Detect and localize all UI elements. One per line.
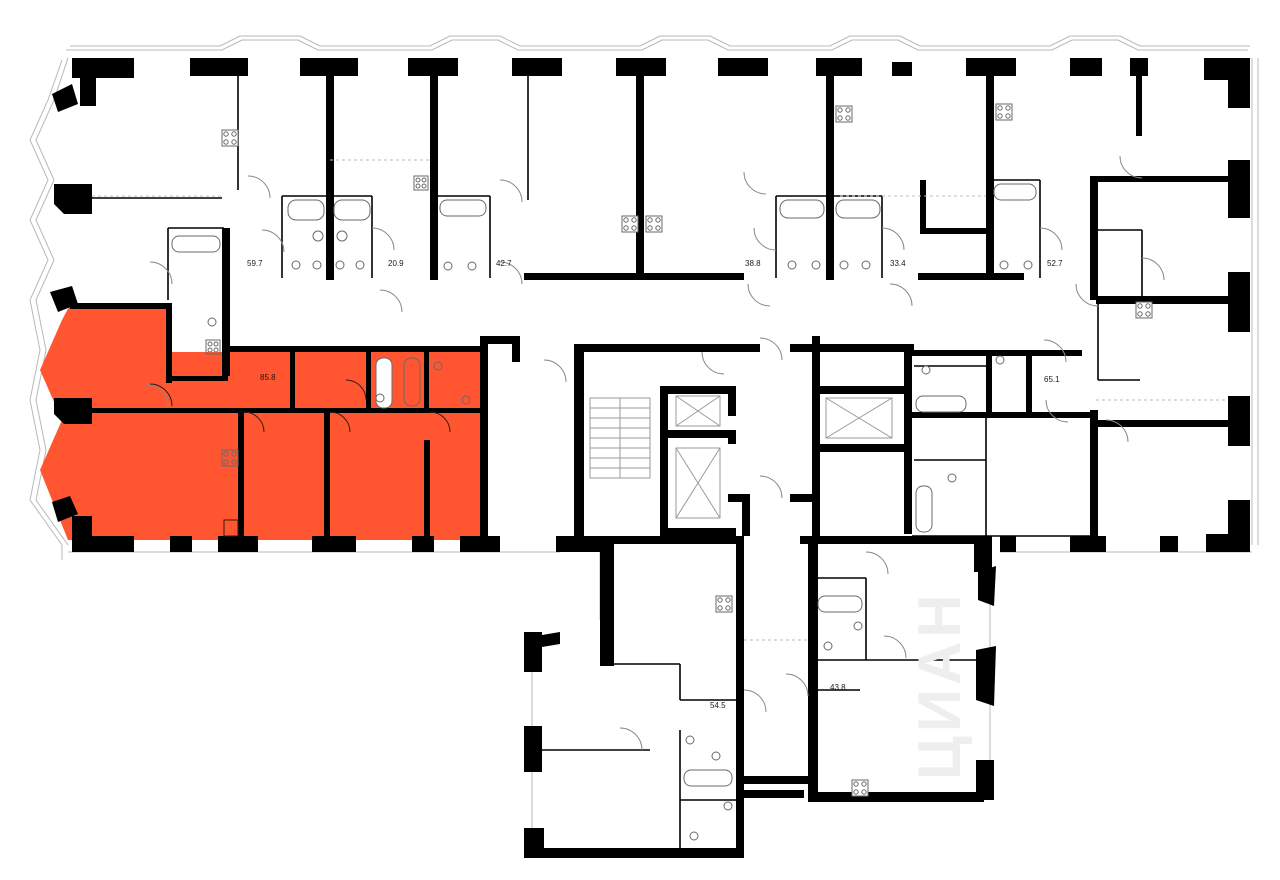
kitchen-cooktops	[221, 103, 1153, 797]
partitions	[92, 76, 1143, 848]
area-label-52-7[interactable]: 52.7	[1047, 259, 1063, 268]
watermark: ЦИАН	[906, 590, 973, 780]
structural-walls	[50, 58, 1250, 858]
area-label-20-9[interactable]: 20.9	[388, 259, 404, 268]
doors	[145, 155, 1165, 751]
area-label-59-7[interactable]: 59.7	[247, 259, 263, 268]
area-label-38-8[interactable]: 38.8	[745, 259, 761, 268]
stairwell	[589, 397, 651, 479]
area-label-43-8[interactable]: 43.8	[830, 683, 846, 692]
bathroom-fixtures	[171, 183, 1037, 841]
area-label-42-7[interactable]: 42.7	[496, 259, 512, 268]
area-labels: 59.7 20.9 42.7 38.8 33.4 52.7 85.8 65.1 …	[247, 259, 1063, 710]
area-label-54-5[interactable]: 54.5	[710, 701, 726, 710]
area-label-33-4[interactable]: 33.4	[890, 259, 906, 268]
area-label-65-1[interactable]: 65.1	[1044, 375, 1060, 384]
area-label-85-8[interactable]: 85.8	[260, 373, 276, 382]
room-boundaries	[92, 159, 1228, 641]
highlighted-apartment-details	[149, 317, 471, 537]
watermark-text: ЦИАН	[906, 590, 973, 780]
highlighted-apartment-85-8[interactable]	[40, 305, 480, 540]
elevator-shafts	[675, 395, 893, 519]
